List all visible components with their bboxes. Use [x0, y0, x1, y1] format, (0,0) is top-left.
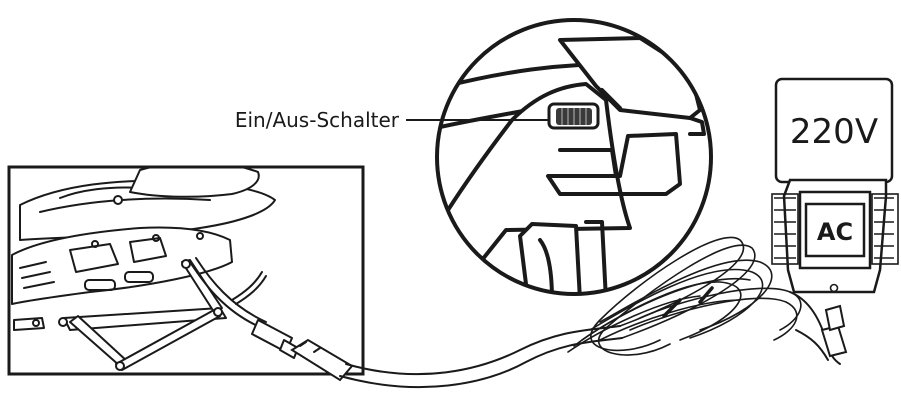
- voltage-label: 220V: [790, 112, 878, 152]
- power-switch: [549, 104, 598, 128]
- ac-adapter: 220V AC: [772, 79, 898, 292]
- ac-label: AC: [817, 218, 853, 246]
- switch-zoom: [430, 20, 740, 300]
- switch-label: Ein/Aus-Schalter: [235, 108, 400, 132]
